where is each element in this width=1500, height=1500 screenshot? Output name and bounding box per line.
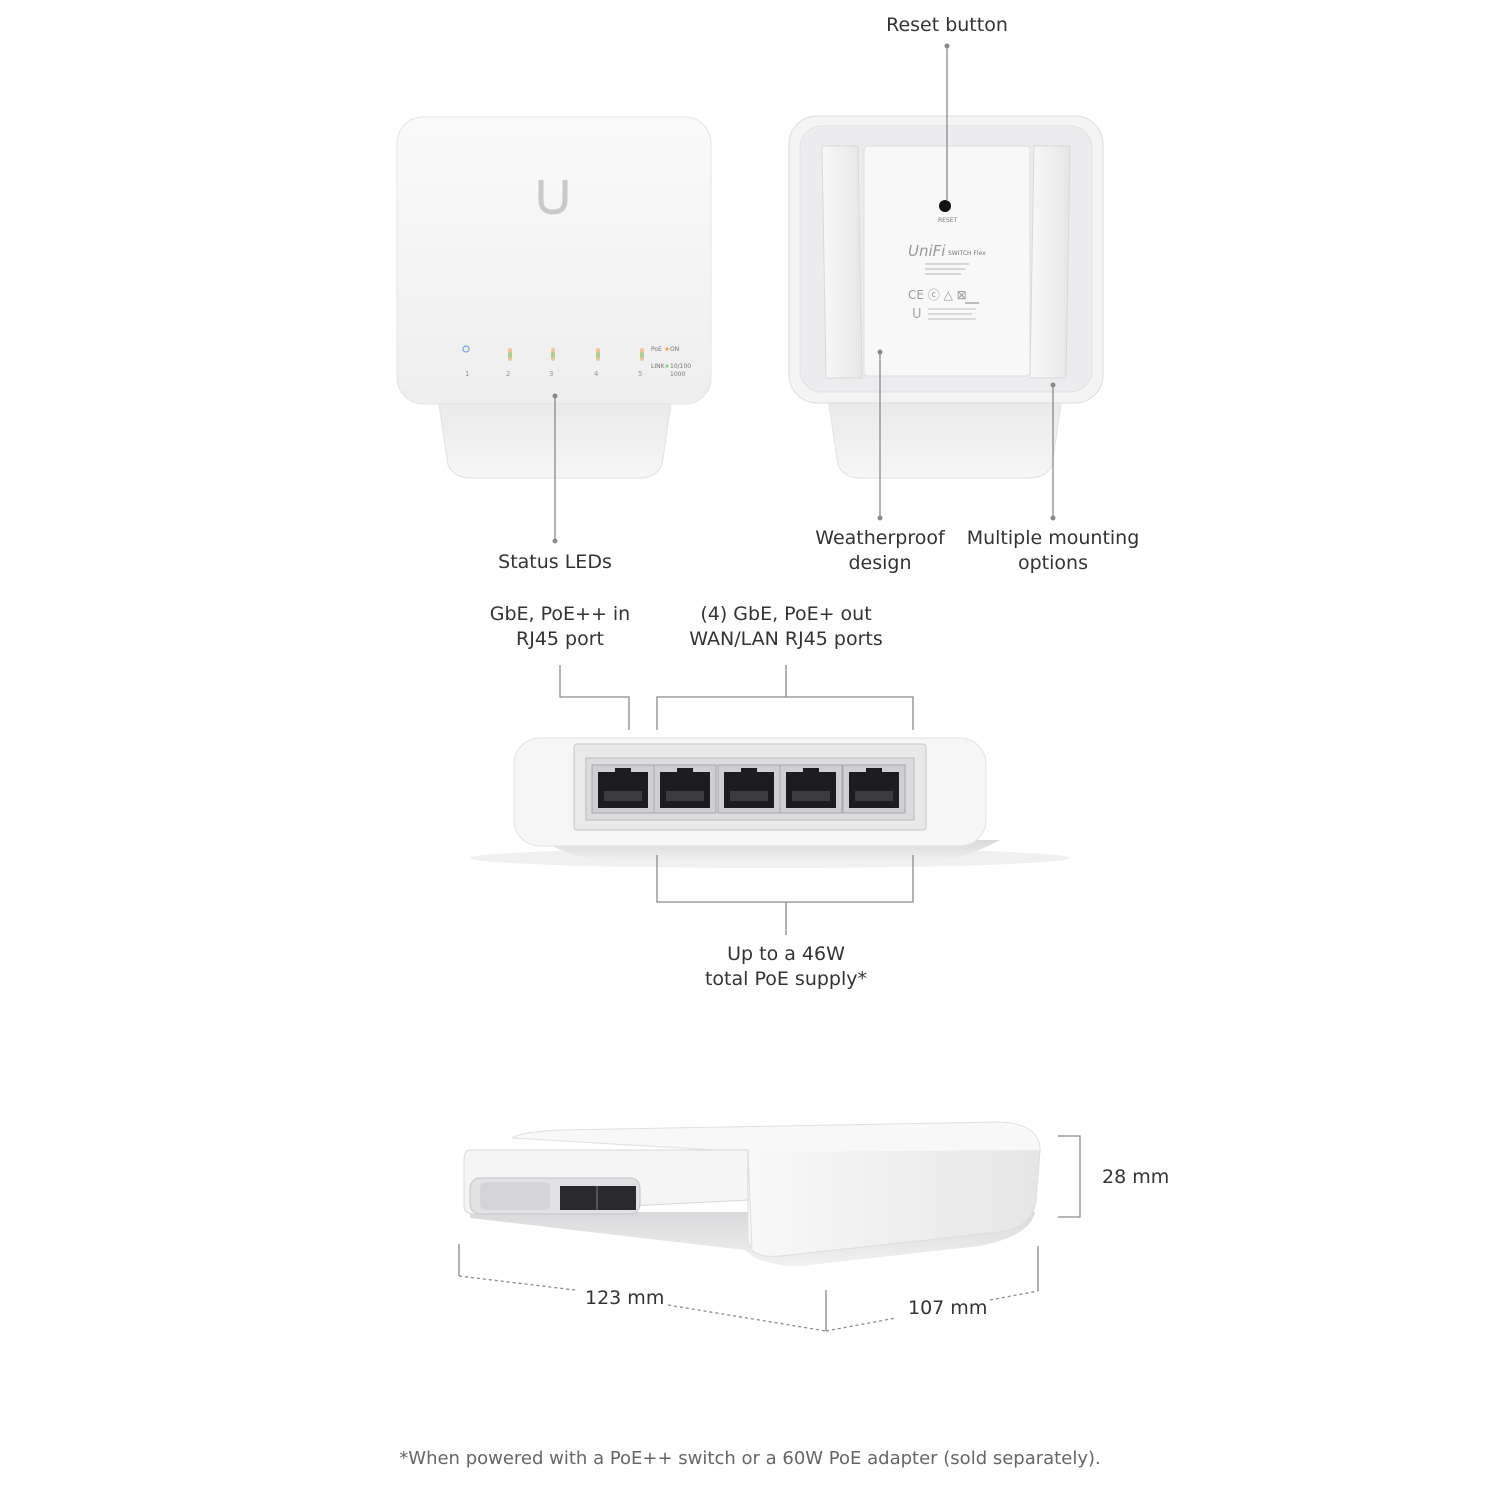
label-mounting-line2: options [1018, 552, 1088, 574]
3d-side [747, 1149, 1041, 1257]
rj45-port-out-2[interactable] [717, 764, 781, 814]
led-legend-speed-2: 1000 [670, 371, 685, 378]
label-poe-out: (4) GbE, PoE+ out WAN/LAN RJ45 ports [656, 602, 916, 652]
label-reset-button: Reset button [886, 14, 1008, 36]
led-label-5: 5 [638, 370, 642, 378]
rj45-port-in[interactable] [591, 764, 655, 814]
led-power-icon [462, 345, 470, 353]
model-tag: SWITCH Flex [948, 250, 986, 257]
label-poe-out-line1: (4) GbE, PoE+ out [700, 603, 872, 625]
device-front-view: 1 2 3 4 5 PoE ON LINK 10/100 1000 [396, 116, 712, 479]
rj45-port-out-1[interactable] [653, 764, 717, 814]
label-poe-supply-line2: total PoE supply* [704, 968, 868, 990]
label-mounting-line1: Multiple mounting [966, 527, 1140, 549]
front-body [396, 116, 712, 405]
mount-bracket-left [821, 145, 863, 379]
device-3d-view [463, 1121, 1041, 1266]
reset-button[interactable] [939, 200, 951, 212]
led-label-3: 3 [549, 370, 553, 378]
dim-depth: 107 mm [908, 1297, 987, 1319]
mount-bracket-right [1029, 145, 1071, 379]
reset-text: RESET [938, 217, 958, 224]
led-label-4: 4 [594, 370, 599, 378]
label-poe-in-line2: RJ45 port [516, 628, 604, 650]
label-poe-out-line2: WAN/LAN RJ45 ports [689, 628, 883, 650]
status-leds: 1 2 3 4 5 PoE ON LINK 10/100 1000 [462, 345, 691, 378]
label-poe-in-line1: GbE, PoE++ in [489, 603, 631, 625]
rj45-port-out-4[interactable] [842, 764, 906, 814]
rj45-port-out-3[interactable] [779, 764, 843, 814]
ubiquiti-logo-icon [538, 180, 568, 215]
label-weatherproof: Weatherproof design [780, 526, 980, 576]
rj45-ports [591, 764, 906, 814]
footnote: *When powered with a PoE++ switch or a 6… [399, 1448, 1101, 1469]
label-poe-supply-line1: Up to a 46W [727, 943, 845, 965]
led-legend-poe: PoE [651, 346, 662, 353]
callout-dots [552, 43, 1056, 544]
label-mounting: Multiple mounting options [943, 526, 1163, 576]
device-ports-view [470, 737, 1070, 868]
dim-height: 28 mm [1102, 1166, 1169, 1188]
dimension-lines [458, 1135, 1081, 1332]
dim-width: 123 mm [585, 1287, 664, 1309]
label-status-leds: Status LEDs [498, 551, 612, 573]
ce-mark-icon: CE ⓒ △ ⊠ [908, 288, 967, 302]
led-label-1: 1 [465, 370, 469, 378]
label-weatherproof-line2: design [848, 552, 912, 574]
device-back-view: RESET UniFi SWITCH Flex CE ⓒ △ ⊠ U [788, 115, 1104, 479]
label-poe-supply: Up to a 46W total PoE supply* [676, 942, 896, 992]
led-legend-link: LINK [651, 363, 666, 370]
led-label-2: 2 [506, 370, 510, 378]
label-poe-in: GbE, PoE++ in RJ45 port [450, 602, 670, 652]
ubiquiti-small-logo-icon: U [912, 307, 922, 322]
label-weatherproof-line1: Weatherproof [815, 527, 945, 549]
back-stand [827, 397, 1063, 479]
callout-lines [554, 46, 1054, 935]
led-legend-speed-1: 10/100 [670, 363, 691, 370]
unifi-brand: UniFi [908, 242, 946, 260]
led-legend-on: ON [670, 346, 679, 353]
